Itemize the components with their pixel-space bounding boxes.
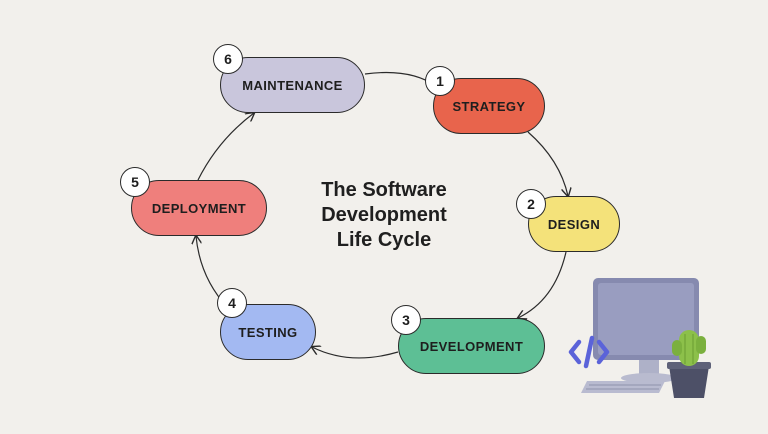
stage-number-badge: 4 [217, 288, 247, 318]
stage-label: DEPLOYMENT [151, 200, 247, 216]
stage-label: DESIGN [547, 216, 601, 232]
workstation-illustration [568, 278, 711, 398]
stage-deployment: DEPLOYMENT [131, 180, 267, 236]
arrow-strategy-to-design [527, 131, 568, 196]
stage-number-badge: 1 [425, 66, 455, 96]
stage-label: TESTING [238, 324, 298, 340]
stage-label: MAINTENANCE [242, 77, 343, 93]
stage-number-badge: 2 [516, 189, 546, 219]
stage-number-badge: 5 [120, 167, 150, 197]
computer-monitor-icon [581, 278, 699, 393]
code-brackets-icon [568, 335, 610, 369]
stage-maintenance: MAINTENANCE [220, 57, 365, 113]
title-line: Life Cycle [336, 229, 432, 251]
diagram-title: The Software Development Life Cycle [284, 178, 484, 253]
title-line: Development [321, 204, 447, 226]
stage-development: DEVELOPMENT [398, 318, 545, 374]
stage-number-badge: 3 [391, 305, 421, 335]
stage-label: STRATEGY [452, 98, 526, 114]
title-line: The Software [321, 179, 447, 201]
arrow-development-to-testing [312, 347, 399, 359]
stage-label: DEVELOPMENT [419, 338, 524, 354]
arrow-design-to-development [518, 251, 567, 318]
stage-number-badge: 6 [213, 44, 243, 74]
arrow-deployment-to-maintenance [197, 113, 254, 181]
cactus-plant-icon [667, 330, 711, 398]
